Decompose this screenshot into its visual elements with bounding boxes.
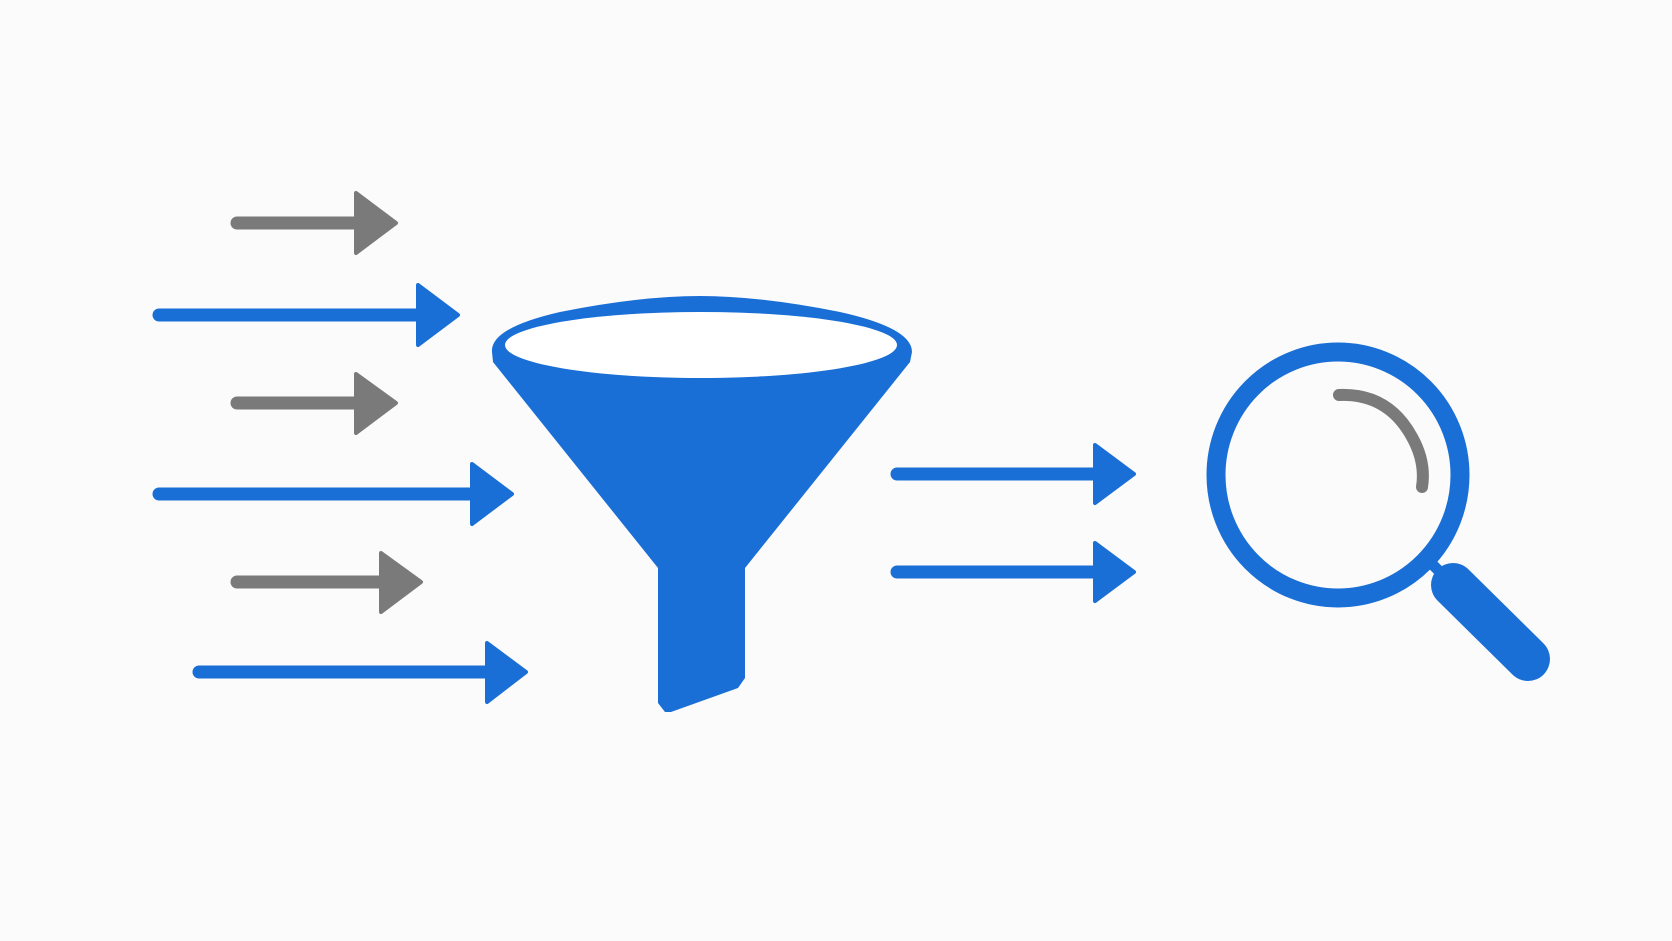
input-arrow-4: [152, 462, 514, 526]
input-arrow-2: [152, 283, 460, 347]
input-arrow-1: [230, 191, 398, 255]
input-arrow-6: [192, 641, 528, 704]
output-arrow-1: [890, 443, 1136, 505]
magnifier-lens: [1206, 342, 1470, 608]
input-arrows: [152, 191, 528, 704]
magnifying-glass-icon: [1206, 342, 1550, 681]
funnel-opening: [505, 312, 897, 378]
magnifier-handle: [1431, 563, 1550, 681]
input-arrow-5: [230, 551, 423, 614]
output-arrow-2: [890, 541, 1136, 603]
funnel-icon: [491, 296, 912, 712]
output-arrows: [890, 443, 1136, 603]
magnifier-glint: [1333, 388, 1429, 493]
input-arrow-3: [230, 372, 398, 435]
